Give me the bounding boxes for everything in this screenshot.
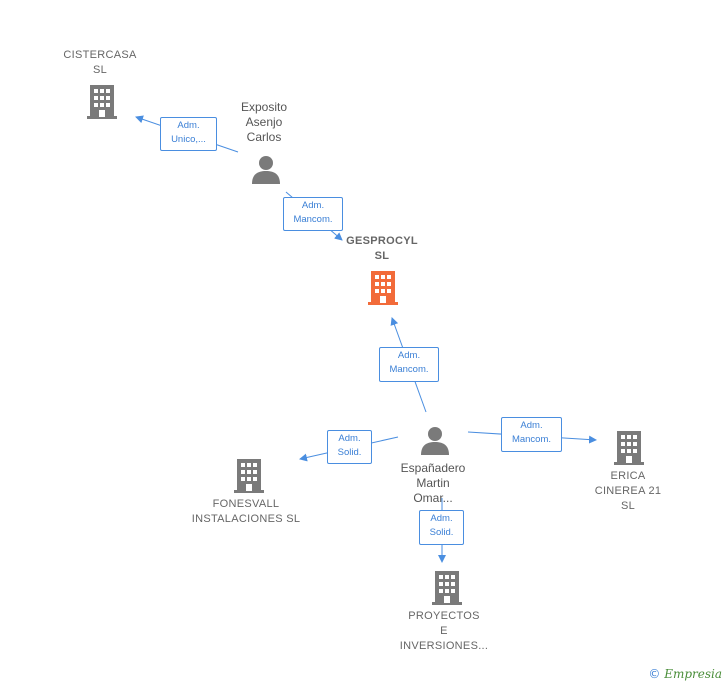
node-fonesvall-name: FONESVALL INSTALACIONES SL [176,497,316,527]
node-label-line: INSTALACIONES SL [191,513,301,525]
edge-label-line: Adm. [430,513,453,524]
edge-label-adm-mancom[interactable]: Adm. Mancom. [283,197,343,231]
node-label-line: CINEREA 21 [594,485,662,497]
node-erica-name: ERICA CINEREA 21 SL [578,469,678,514]
node-cistercasa[interactable]: CISTERCASA SL [50,48,150,78]
node-label-line: E [440,625,448,637]
brand-watermark: © Empresia [648,667,722,681]
person-icon[interactable] [420,425,450,455]
node-gesprocyl[interactable]: GESPROCYL SL [332,234,432,264]
brand-name: Empresia [664,667,722,681]
edge-label-line: Unico,... [171,134,206,145]
node-label-line: CISTERCASA [63,49,137,61]
building-icon[interactable] [86,84,118,120]
edge-label-line: Adm. [520,420,543,431]
edge-label-line: Adm. [338,433,361,444]
edge-label-line: Adm. [177,120,200,131]
node-label-line: Exposito [240,100,288,114]
node-espanadero[interactable]: Españadero Martin Omar... [383,461,483,506]
node-label-line: Martin [416,476,450,490]
node-exposito[interactable]: Exposito Asenjo Carlos [214,100,314,145]
building-icon[interactable] [367,270,399,306]
node-label-line: ERICA [610,470,646,482]
person-icon[interactable] [251,154,281,184]
node-exposito-name: Exposito Asenjo Carlos [214,100,314,145]
building-icon[interactable] [233,458,265,494]
edge-label-adm-solid[interactable]: Adm. Solid. [327,430,372,464]
edge-label-line: Adm. [301,200,325,211]
node-cistercasa-name: CISTERCASA SL [50,48,150,78]
node-label-line: PROYECTOS [408,610,480,622]
node-proyectos-name: PROYECTOS E INVERSIONES... [384,609,504,654]
edge-label-adm-mancom[interactable]: Adm. Mancom. [501,417,562,452]
building-icon[interactable] [613,430,645,466]
node-espanadero-name: Españadero Martin Omar... [383,461,483,506]
node-erica[interactable]: ERICA CINEREA 21 SL [578,469,678,514]
edge-label-line: Adm. [397,350,421,361]
edge-label-line: Solid. [429,527,454,538]
node-label-line: Omar... [413,491,453,505]
node-fonesvall[interactable]: FONESVALL INSTALACIONES SL [176,497,316,527]
edge-label-adm-solid[interactable]: Adm. Solid. [419,510,464,545]
node-label-line: SL [374,250,390,262]
node-proyectos[interactable]: PROYECTOS E INVERSIONES... [384,609,504,654]
edge-label-line: Mancom. [389,364,429,375]
node-label-line: Españadero [400,461,466,475]
edge-label-adm-mancom[interactable]: Adm. Mancom. [379,347,439,382]
edge-label-line: Solid. [337,447,362,458]
node-label-line: SL [620,500,636,512]
node-label-line: Asenjo [245,115,283,129]
node-label-line: Carlos [246,130,282,144]
building-icon[interactable] [431,570,463,606]
edge-label-adm-unico[interactable]: Adm. Unico,... [160,117,217,151]
node-label-line: SL [92,64,108,76]
edge-label-line: Mancom. [293,214,333,225]
copyright-icon: © [648,667,661,681]
node-label-line: FONESVALL [212,498,280,510]
node-label-line: GESPROCYL [346,235,418,247]
node-label-line: INVERSIONES... [399,640,489,652]
node-gesprocyl-name: GESPROCYL SL [332,234,432,264]
edge-label-line: Mancom. [511,434,552,445]
